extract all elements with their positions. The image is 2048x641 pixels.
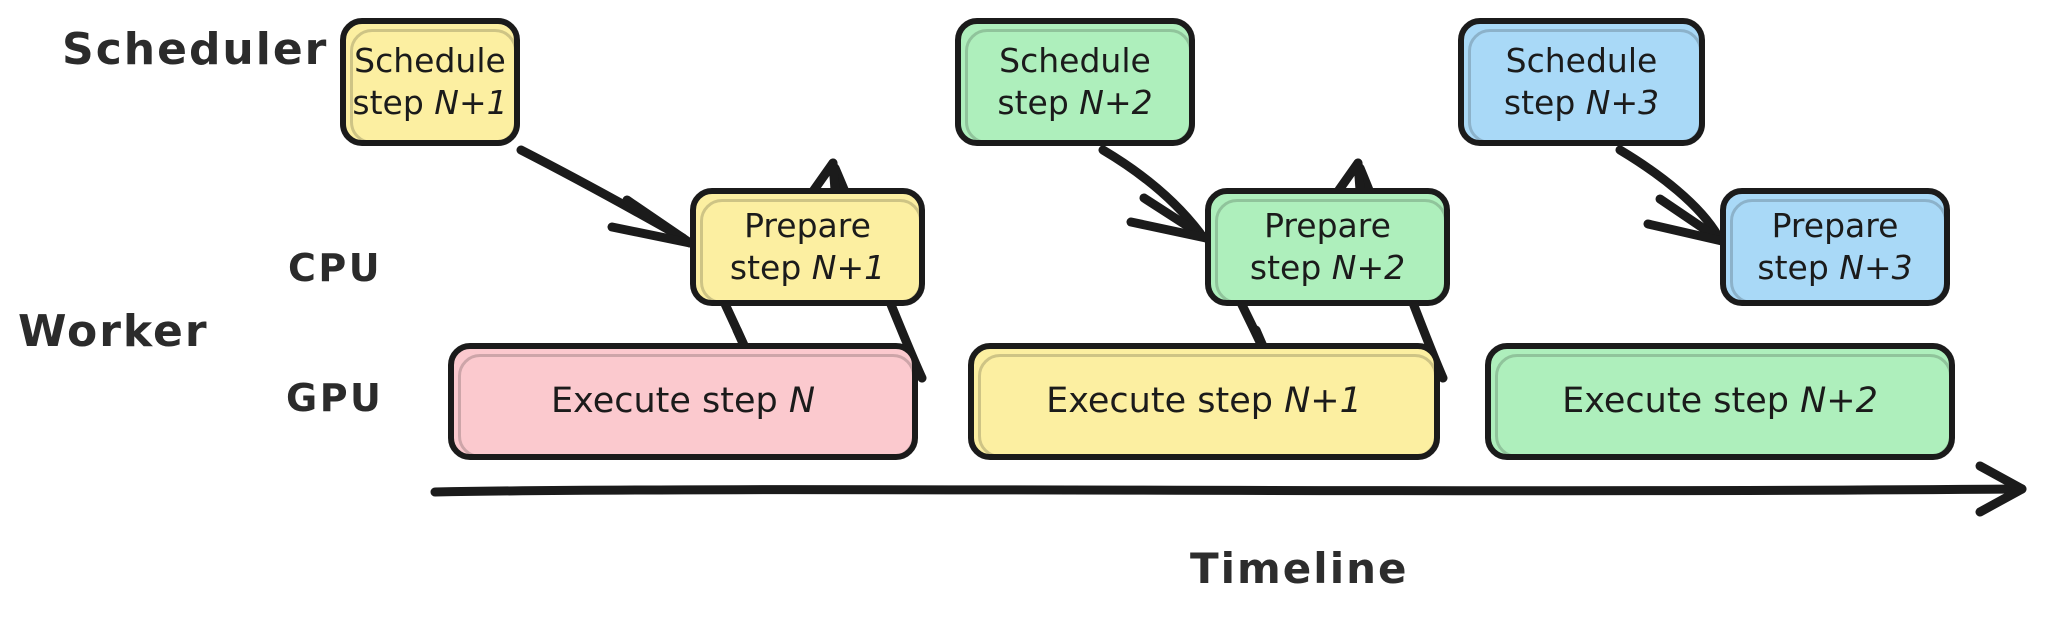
node-line-2: step N+3	[1503, 83, 1660, 122]
axis-label-timeline: Timeline	[1190, 544, 1409, 593]
node-line-2: step N+1	[352, 83, 508, 122]
node-line-1: Prepare	[1771, 205, 1899, 245]
row-label-cpu: CPU	[288, 246, 383, 290]
node-line-1: Prepare	[1264, 205, 1391, 245]
arrow-schedule-n3-to-prepare-n3	[1615, 145, 1727, 246]
row-label-scheduler: Scheduler	[62, 24, 329, 75]
node-execute-step-n1[interactable]: Execute step N+1	[968, 343, 1440, 460]
node-text: Execute step N	[550, 381, 816, 422]
node-line-1: Schedule	[999, 40, 1151, 80]
node-text: Execute step N+2	[1562, 381, 1878, 422]
node-line-2: step N+3	[1757, 248, 1913, 287]
node-prepare-step-n1[interactable]: Prepare step N+1	[690, 188, 925, 306]
arrow-schedule-n1-to-prepare-n1	[516, 145, 695, 248]
row-label-worker: Worker	[18, 306, 209, 357]
timeline-axis	[430, 461, 2027, 517]
node-prepare-step-n2[interactable]: Prepare step N+2	[1205, 188, 1450, 306]
node-line-2: step N+1	[729, 248, 886, 287]
node-execute-step-n2[interactable]: Execute step N+2	[1485, 343, 1955, 460]
node-text: Execute step N+1	[1046, 381, 1362, 422]
node-execute-step-n[interactable]: Execute step N	[448, 343, 918, 460]
node-line-1: Schedule	[1505, 40, 1658, 80]
row-label-gpu: GPU	[286, 376, 384, 420]
node-line-2: step N+2	[997, 83, 1153, 122]
node-line-2: step N+2	[1249, 248, 1406, 287]
node-line-1: Prepare	[744, 205, 871, 245]
node-line-1: Schedule	[354, 40, 506, 80]
node-schedule-step-n1[interactable]: Schedule step N+1	[340, 18, 520, 146]
node-schedule-step-n3[interactable]: Schedule step N+3	[1458, 18, 1705, 146]
node-prepare-step-n3[interactable]: Prepare step N+3	[1720, 188, 1950, 306]
arrow-schedule-n2-to-prepare-n2	[1098, 145, 1211, 243]
node-schedule-step-n2[interactable]: Schedule step N+2	[955, 18, 1195, 146]
